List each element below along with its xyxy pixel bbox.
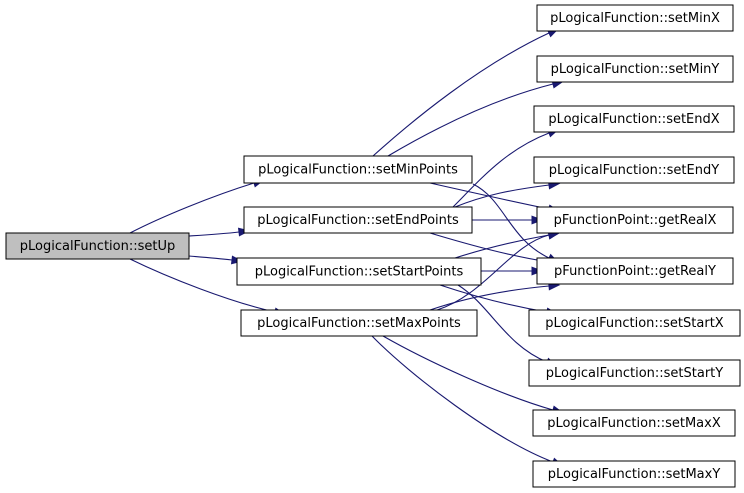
node-box[interactable]	[536, 206, 734, 234]
node-getRealY[interactable]: pFunctionPoint::getRealY	[536, 257, 734, 285]
edge-line	[454, 184, 550, 208]
node-label: pLogicalFunction::setMaxY	[548, 467, 721, 482]
node-box[interactable]	[528, 309, 741, 337]
node-setMaxY[interactable]: pLogicalFunction::setMaxY	[532, 460, 736, 488]
node-box[interactable]	[243, 206, 473, 234]
root-node-box[interactable]	[5, 232, 190, 260]
node-label: pLogicalFunction::setStartX	[545, 316, 723, 331]
node-box[interactable]	[528, 359, 741, 387]
node-box[interactable]	[533, 156, 735, 184]
edge-line	[454, 234, 550, 259]
node-box[interactable]	[236, 257, 482, 286]
node-label: pLogicalFunction::setEndY	[549, 163, 719, 178]
node-setStartY[interactable]: pLogicalFunction::setStartY	[528, 359, 741, 387]
edge-line	[371, 335, 554, 463]
node-setEndX[interactable]: pLogicalFunction::setEndX	[533, 105, 735, 133]
edge-setUp-to-setStartPoints	[188, 255, 244, 265]
node-label: pLogicalFunction::setUp	[20, 239, 176, 254]
node-label: pLogicalFunction::setMinPoints	[258, 163, 458, 178]
edge-setUp-to-setEndPoints	[188, 227, 251, 237]
node-box[interactable]	[536, 55, 734, 83]
node-box[interactable]	[240, 309, 478, 337]
edge-line	[429, 285, 550, 311]
edge-line	[452, 132, 550, 208]
edge-line	[372, 32, 550, 157]
node-label: pFunctionPoint::getRealX	[554, 213, 717, 228]
node-setMinX[interactable]: pLogicalFunction::setMinX	[536, 4, 734, 32]
edge-line	[129, 182, 255, 234]
node-label: pLogicalFunction::setMinX	[550, 11, 720, 26]
node-setEndY[interactable]: pLogicalFunction::setEndY	[533, 156, 735, 184]
edge-line	[188, 231, 240, 237]
edge-line	[387, 83, 554, 157]
node-label: pFunctionPoint::getRealY	[554, 264, 716, 279]
edge-setEndPoints-to-setEndY	[454, 180, 561, 208]
edge-line	[429, 232, 550, 263]
node-label: pLogicalFunction::setStartPoints	[255, 265, 464, 280]
edge-line	[439, 284, 548, 313]
edge-line	[188, 255, 233, 261]
node-setMaxX[interactable]: pLogicalFunction::setMaxX	[532, 409, 736, 437]
node-setStartX[interactable]: pLogicalFunction::setStartX	[528, 309, 741, 337]
edge-setMinPoints-to-setMinX	[372, 28, 560, 157]
edge-line	[129, 258, 276, 313]
node-box[interactable]	[532, 409, 736, 437]
edge-setEndPoints-to-getRealX	[472, 215, 544, 225]
node-setUp[interactable]: pLogicalFunction::setUp	[5, 232, 190, 260]
edge-setMaxPoints-to-getRealY	[429, 281, 561, 311]
node-label: pLogicalFunction::setEndPoints	[257, 213, 459, 228]
node-label: pLogicalFunction::setMinY	[551, 62, 720, 77]
edge-line	[382, 335, 554, 411]
edge-setStartPoints-to-getRealY	[480, 266, 544, 276]
node-setMinY[interactable]: pLogicalFunction::setMinY	[536, 55, 734, 83]
node-getRealX[interactable]: pFunctionPoint::getRealX	[536, 206, 734, 234]
node-setEndPoints[interactable]: pLogicalFunction::setEndPoints	[243, 206, 473, 234]
node-box[interactable]	[532, 460, 736, 488]
node-label: pLogicalFunction::setMaxPoints	[257, 316, 461, 331]
node-label: pLogicalFunction::setEndX	[548, 112, 719, 127]
node-label: pLogicalFunction::setMaxX	[547, 416, 721, 431]
node-box[interactable]	[243, 155, 473, 184]
edge-line	[457, 284, 548, 363]
node-setMaxPoints[interactable]: pLogicalFunction::setMaxPoints	[240, 309, 478, 337]
node-setStartPoints[interactable]: pLogicalFunction::setStartPoints	[236, 257, 482, 286]
node-box[interactable]	[533, 105, 735, 133]
call-edges	[129, 28, 565, 467]
node-label: pLogicalFunction::setStartY	[546, 366, 723, 381]
node-setMinPoints[interactable]: pLogicalFunction::setMinPoints	[243, 155, 473, 184]
node-box[interactable]	[536, 257, 734, 285]
function-nodes: pLogicalFunction::setUppLogicalFunction:…	[5, 4, 741, 488]
node-box[interactable]	[536, 4, 734, 32]
